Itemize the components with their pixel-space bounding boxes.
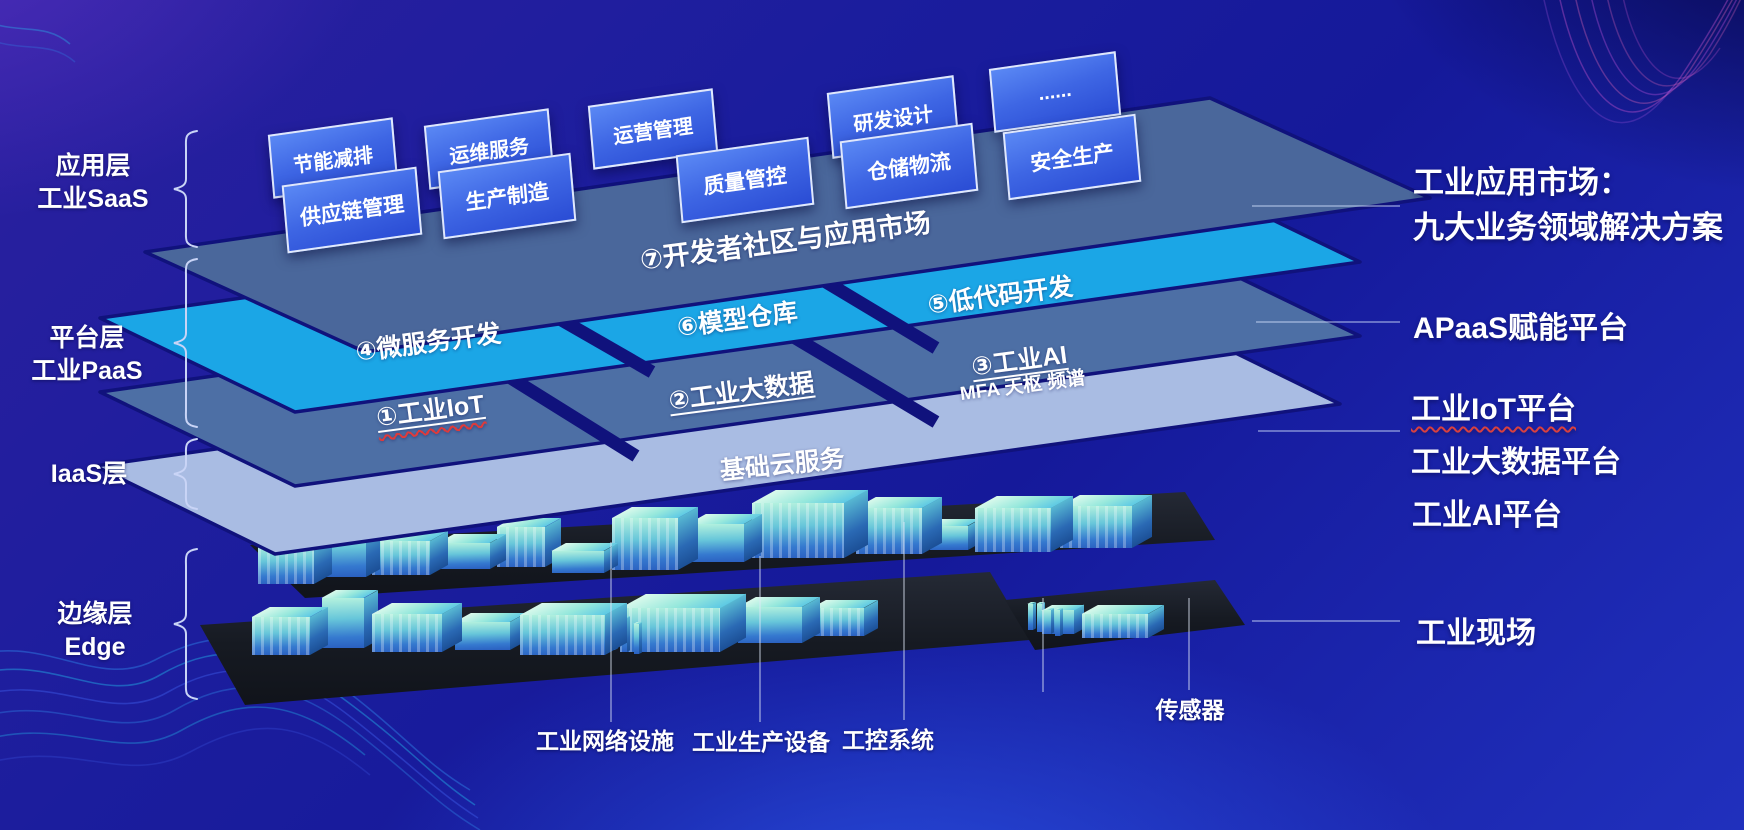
- building-side-face: [1033, 602, 1036, 630]
- layer-caption-edge-subtitle: Edge: [64, 633, 126, 661]
- building-front-face: [738, 607, 802, 643]
- building-front-face: [326, 527, 366, 577]
- edge-label-network: 工业网络设施: [536, 728, 674, 754]
- building-front-face: [258, 544, 314, 584]
- building-side-face: [627, 616, 630, 652]
- label-low-code: ⑤低代码开发: [925, 272, 1075, 320]
- saas-box-more-label: ......: [1037, 78, 1073, 105]
- layer-caption-application-title: 应用层: [55, 152, 131, 180]
- building-side-face: [678, 506, 698, 570]
- layer-caption-edge-title: 边缘层: [57, 600, 133, 628]
- edge-label-control: 工控系统: [842, 727, 934, 753]
- building-front-face: [1082, 614, 1148, 638]
- brace-platform-layer: [173, 258, 198, 428]
- saas-box-safety-production-label: 安全生产: [1029, 141, 1115, 176]
- caption-app-market: 工业应用市场： 九大业务领域解决方案: [1413, 160, 1723, 250]
- label-microservice-dev: ④微服务开发: [353, 319, 503, 367]
- building-front-face: [372, 541, 430, 575]
- building-front-face: [752, 503, 844, 558]
- label-model-repo: ⑥模型仓库: [675, 298, 800, 342]
- platform-plane-divider-1: [478, 354, 640, 462]
- caption-iot-platform-text: 工业IoT平台: [1411, 393, 1576, 426]
- building-side-face: [1051, 608, 1054, 634]
- building-front-face: [322, 598, 364, 648]
- caption-apaas: APaaS赋能平台: [1413, 312, 1629, 345]
- caption-bigdata-platform: 工业大数据平台: [1411, 446, 1621, 479]
- building-front-face: [1037, 604, 1042, 632]
- apaas-plane-divider-1: [488, 274, 656, 378]
- layer-caption-iaas: IaaS层: [4, 458, 174, 491]
- building-front-face: [455, 622, 510, 650]
- saas-box-supply-chain-label: 供应链管理: [299, 192, 406, 231]
- label-industrial-ai: ③工业AI MFA 天枢 频谱: [955, 340, 1087, 408]
- layer-caption-platform-subtitle: 工业PaaS: [31, 357, 143, 385]
- building-front-face: [612, 518, 678, 570]
- brace-iaas-layer: [173, 438, 198, 510]
- layer-caption-application-subtitle: 工业SaaS: [37, 185, 149, 213]
- label-industrial-iot-text: ①工业IoT: [374, 390, 486, 432]
- layer-caption-platform-title: 平台层: [49, 324, 125, 352]
- label-cloud-services: 基础云服务: [718, 444, 846, 486]
- layer-caption-application: 应用层 工业SaaS: [8, 150, 178, 216]
- caption-industrial-field: 工业现场: [1416, 617, 1536, 650]
- apaas-plane-divider-2: [782, 252, 940, 354]
- building-front-face: [552, 551, 604, 573]
- building-front-face: [520, 615, 605, 655]
- edge-label-equipment: 工业生产设备: [692, 729, 830, 755]
- building-front-face: [634, 624, 639, 654]
- building-front-face: [1046, 610, 1051, 634]
- caption-app-market-line2: 九大业务领域解决方案: [1413, 210, 1723, 245]
- caption-ai-platform: 工业AI平台: [1412, 499, 1562, 532]
- saas-box-quality-control-label: 质量管控: [702, 164, 788, 199]
- building-front-face: [252, 617, 310, 655]
- saas-box-warehouse-logistics-label: 仓储物流: [866, 150, 952, 185]
- label-industrial-iot-underline: ①工业IoT: [375, 390, 486, 432]
- layer-caption-iaas-title: IaaS层: [50, 460, 128, 488]
- saas-box-manufacturing-label: 生产制造: [464, 180, 550, 215]
- label-industrial-iot: ①工业IoT: [374, 384, 486, 434]
- top-right-wave-lines: [1543, 0, 1742, 124]
- saas-box-energy-saving-label: 节能减排: [292, 143, 374, 178]
- building-front-face: [975, 508, 1051, 552]
- label-industrial-bigdata: ②工业大数据: [666, 368, 816, 416]
- caption-app-market-line1: 工业应用市场：: [1413, 165, 1630, 200]
- building-front-face: [372, 614, 442, 652]
- edge-label-sensor: 传感器: [1155, 697, 1225, 723]
- building-front-face: [812, 608, 864, 636]
- building-front-face: [1055, 610, 1060, 636]
- caption-iot-platform: 工业IoT平台: [1411, 384, 1576, 428]
- building-side-face: [366, 519, 380, 577]
- building-front-face: [1028, 604, 1033, 630]
- layer-caption-edge: 边缘层 Edge: [10, 598, 180, 664]
- building-side-face: [1060, 608, 1063, 636]
- layer-caption-platform: 平台层 工业PaaS: [2, 322, 172, 388]
- saas-box-operation-mgmt-label: 运营管理: [612, 114, 694, 149]
- building-side-face: [639, 622, 642, 654]
